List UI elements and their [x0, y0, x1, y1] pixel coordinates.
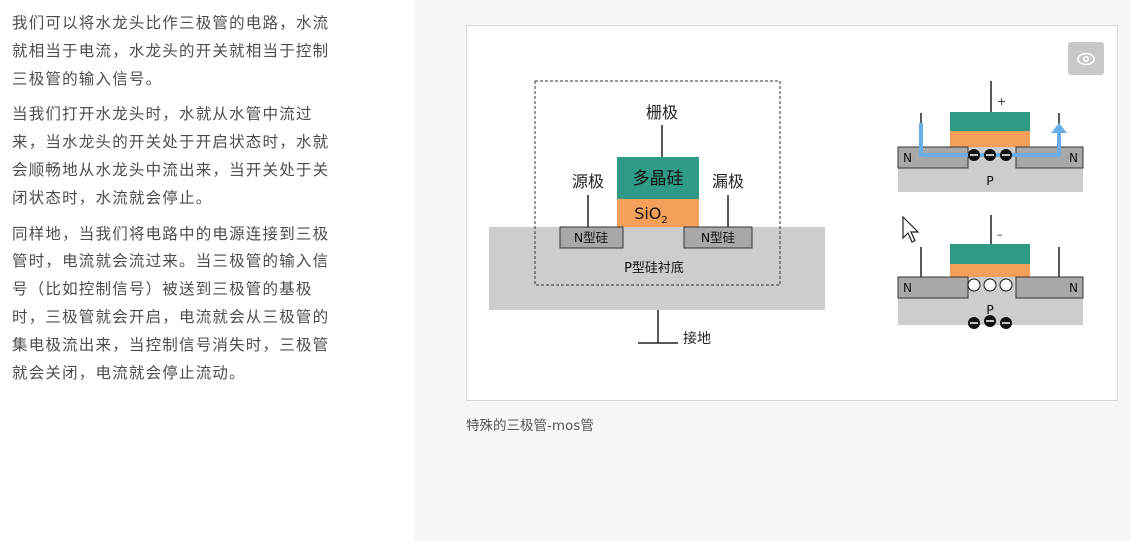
rb-poly	[950, 244, 1030, 264]
rt-n-right	[1015, 146, 1084, 169]
n-right-label: N型硅	[701, 230, 735, 245]
rt-oxide	[950, 131, 1030, 147]
rb-n-right	[1015, 276, 1084, 299]
poly-label: 多晶硅	[633, 169, 684, 189]
paragraph-2: 当我们打开水龙头时，水就从水管中流过来，当水龙头的开关处于开启状态时，水就会顺畅…	[12, 105, 330, 207]
figure-caption: 特殊的三极管-mos管	[466, 418, 594, 434]
minus-sign: –	[997, 228, 1003, 241]
svg-text:N: N	[1069, 281, 1078, 295]
substrate-label: P型硅衬底	[624, 260, 684, 276]
article-text: 我们可以将水龙头比作三极管的电路，水流就相当于电流，水龙头的开关就相当于控制三极…	[12, 10, 332, 395]
ground-label: 接地	[683, 330, 711, 347]
oxide-block	[617, 199, 699, 227]
mouse-cursor-icon	[902, 215, 920, 248]
svg-text:P: P	[986, 173, 994, 188]
svg-text:P: P	[986, 302, 994, 317]
dashed-boundary	[534, 80, 781, 286]
polysilicon-block	[617, 157, 699, 199]
holes-bottom	[967, 278, 1013, 292]
n-left-label: N型硅	[574, 230, 608, 245]
rb-oxide	[950, 264, 1030, 277]
paragraph-1: 我们可以将水龙头比作三极管的电路，水流就相当于电流，水龙头的开关就相当于控制三极…	[12, 14, 330, 88]
svg-text:N: N	[903, 281, 912, 295]
paragraph-3: 同样地，当我们将电路中的电源连接到三极管时，电流就会流过来。当三极管的输入信号（…	[12, 224, 330, 382]
electrons-top	[968, 149, 1012, 161]
n-region-left	[559, 226, 624, 249]
mos-diagram: 栅极 多晶硅 SiO2 源极 漏极 N型硅 N型硅 P型硅衬底 接地 + N N…	[489, 80, 1084, 347]
oxide-label: SiO2	[634, 204, 668, 226]
source-label: 源极	[572, 172, 604, 191]
rt-n-left	[897, 146, 969, 169]
gate-label: 栅极	[646, 103, 678, 122]
n-region-right	[683, 226, 753, 249]
eye-icon	[1077, 52, 1095, 65]
electrons-bottom	[968, 315, 1012, 329]
svg-text:N: N	[1069, 151, 1078, 165]
rt-poly	[950, 112, 1030, 131]
svg-text:N: N	[903, 151, 912, 165]
figure-frame	[466, 25, 1118, 401]
substrate-block	[489, 227, 825, 310]
drain-label: 漏极	[712, 172, 744, 191]
plus-sign: +	[997, 95, 1006, 108]
view-image-button[interactable]	[1068, 42, 1104, 75]
